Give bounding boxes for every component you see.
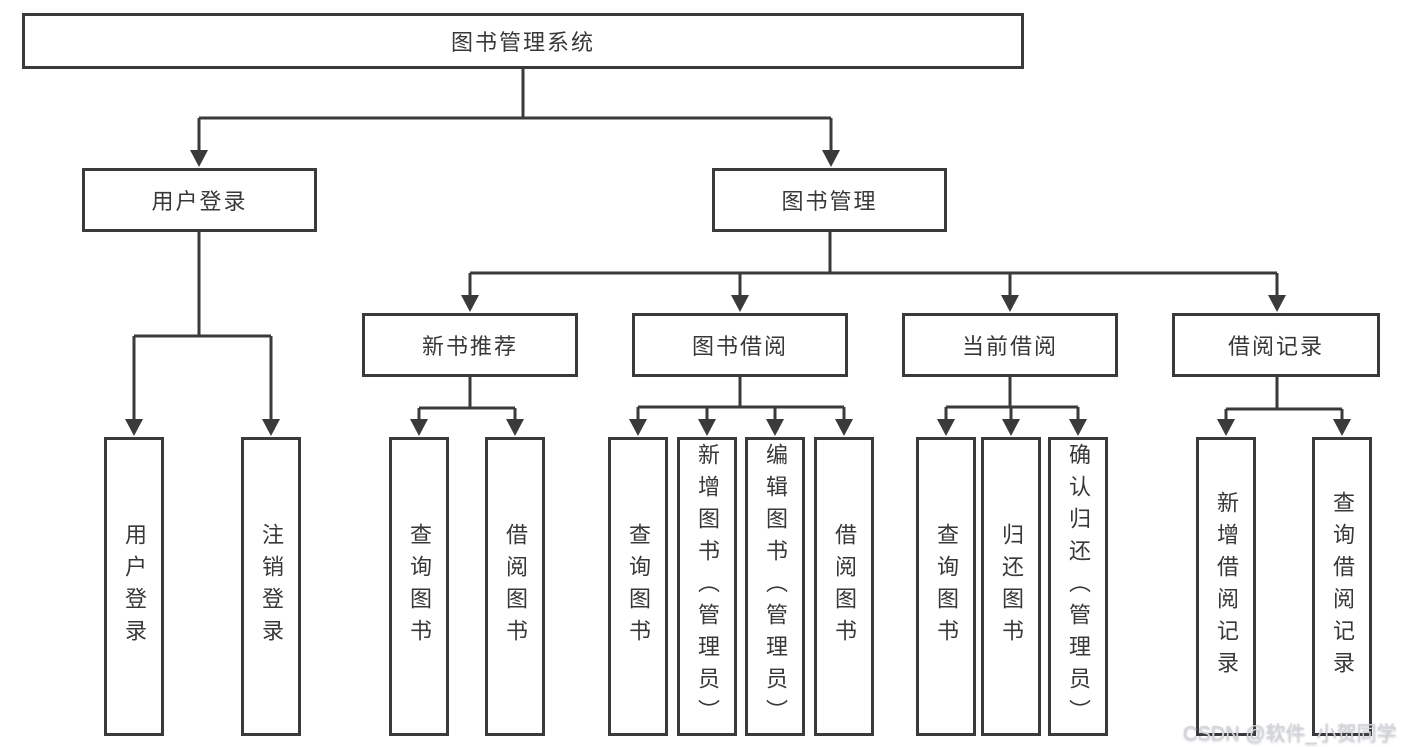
leaf-newbook-borrow-books: 借阅图书 <box>485 437 545 736</box>
leaf-record-add-borrow-record: 新增借阅记录 <box>1196 437 1256 736</box>
node-book-borrowing: 图书借阅 <box>632 313 848 377</box>
leaf-label: 用户登录 <box>122 522 147 651</box>
node-book-management: 图书管理 <box>712 168 947 232</box>
leaf-label: 注销登录 <box>259 522 284 651</box>
leaf-label: 借阅图书 <box>832 522 857 651</box>
leaf-current-query-books: 查询图书 <box>916 437 976 736</box>
leaf-current-confirm-return-admin: 确认归还（管理员） <box>1048 437 1108 736</box>
leaf-record-query-borrow-record: 查询借阅记录 <box>1312 437 1372 736</box>
leaf-label: 查询图书 <box>407 522 432 651</box>
leaf-borrowing-edit-books-admin: 编辑图书（管理员） <box>745 437 805 736</box>
leaf-label: 归还图书 <box>999 522 1024 651</box>
leaf-label: 查询借阅记录 <box>1330 490 1355 683</box>
leaf-borrowing-add-books-admin: 新增图书（管理员） <box>677 437 737 736</box>
leaf-borrowing-query-books: 查询图书 <box>608 437 668 736</box>
node-current-borrowing: 当前借阅 <box>902 313 1118 377</box>
watermark: CSDN @软件_小贺同学 <box>1183 723 1397 745</box>
leaf-label: 编辑图书（管理员） <box>763 442 788 731</box>
leaf-label: 新增借阅记录 <box>1214 490 1239 683</box>
node-user-login: 用户登录 <box>82 168 317 232</box>
leaf-borrowing-borrow-books: 借阅图书 <box>814 437 874 736</box>
leaf-user-login: 用户登录 <box>104 437 164 736</box>
leaf-logout: 注销登录 <box>241 437 301 736</box>
leaf-label: 借阅图书 <box>503 522 528 651</box>
leaf-label: 确认归还（管理员） <box>1066 442 1091 731</box>
leaf-label: 新增图书（管理员） <box>695 442 720 731</box>
node-library-management-system: 图书管理系统 <box>22 13 1024 69</box>
leaf-current-return-books: 归还图书 <box>981 437 1041 736</box>
leaf-label: 查询图书 <box>626 522 651 651</box>
node-borrow-records: 借阅记录 <box>1172 313 1380 377</box>
node-new-book-recommend: 新书推荐 <box>362 313 578 377</box>
leaf-newbook-query-books: 查询图书 <box>389 437 449 736</box>
leaf-label: 查询图书 <box>934 522 959 651</box>
